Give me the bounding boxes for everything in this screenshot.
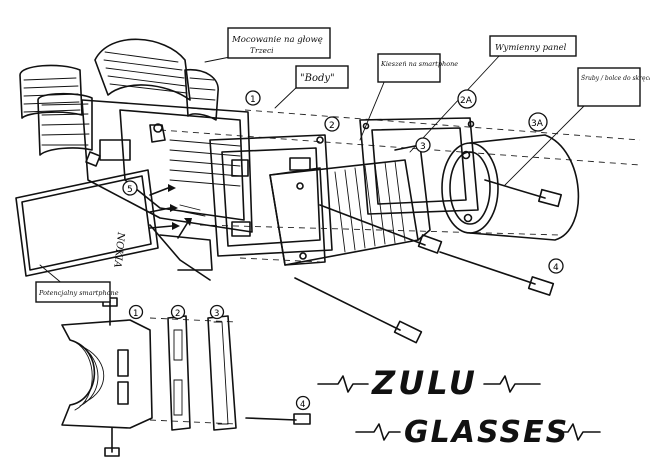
body-housing <box>81 99 253 281</box>
part-number-3a: 3A <box>531 119 544 129</box>
smartphone-holder-label: Kieszeń na smartphone <box>380 60 458 68</box>
detail-number-3: 3 <box>214 309 219 319</box>
title-line-2: GLASSES <box>404 415 569 450</box>
head-mount-sublabel: Trzeci <box>250 46 274 55</box>
phone-screen-brand: NOKIA <box>111 231 126 269</box>
swappable-lens-block <box>269 144 431 266</box>
part-number-markers: 1 2 2A 3 3A 4 5 1 2 3 4 <box>122 89 564 411</box>
part-number-2a: 2A <box>460 96 473 106</box>
part-number-2: 2 <box>329 121 335 131</box>
callout-head-mount: Mocowanie na głowę Trzeci <box>227 27 331 59</box>
plate-2a <box>359 117 479 215</box>
phone-marker-number: 5 <box>127 185 133 195</box>
detail-number-2: 2 <box>175 309 180 319</box>
callout-body: "Body" <box>295 65 349 89</box>
lens-ring-3a <box>441 134 580 241</box>
body-label: "Body" <box>300 73 335 84</box>
callout-swappable-lens: Wymienny panel <box>489 35 577 57</box>
head-mount-label: Mocowanie na głowę <box>231 35 323 45</box>
callout-screws: Śruby / bolce do skręcania elementów <box>577 67 650 107</box>
callout-potential-phone: Potencjalny smartphone <box>35 281 119 303</box>
callout-smartphone-holder: Kieszeń na smartphone <box>377 53 458 83</box>
part-number-3: 3 <box>420 142 426 152</box>
screws-label: Śruby / bolce do skręcania elementów <box>581 74 650 82</box>
part-number-4: 4 <box>553 263 559 273</box>
swappable-lens-label: Wymienny panel <box>495 43 567 53</box>
smartphone-pocket-frame <box>209 134 333 257</box>
smartphone <box>15 169 192 277</box>
head-strap <box>19 38 219 156</box>
potential-phone-label: Potencjalny smartphone <box>38 289 119 297</box>
detail-number-1: 1 <box>133 309 138 319</box>
logo-title: ZULU GLASSES <box>317 364 601 450</box>
part-number-1: 1 <box>250 95 256 105</box>
title-line-1: ZULU <box>371 364 478 402</box>
section-detail <box>61 297 311 457</box>
screws <box>294 179 563 344</box>
detail-number-4: 4 <box>300 400 305 410</box>
